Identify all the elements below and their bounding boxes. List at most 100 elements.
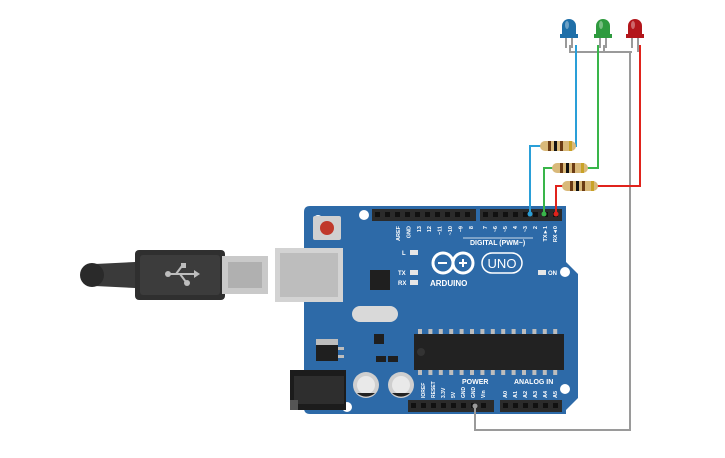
led-highlight [599,21,603,29]
power-header[interactable] [408,400,494,412]
pin-label: GND [461,387,467,399]
pin-label: 2 [533,226,539,229]
mcu-pin [522,370,526,375]
usb-plug-metal-inner [228,262,262,288]
power-section-label: POWER [462,379,488,386]
header-pin-hole[interactable] [503,403,508,408]
mcu-pin [511,329,516,334]
reset-button[interactable] [313,216,341,240]
header-pin-hole[interactable] [411,403,416,408]
mcu-pin [522,329,526,334]
resistor-red[interactable] [562,181,598,191]
pin-label: RX◄0 [553,226,559,242]
mcu-pin [490,370,495,375]
mcu-pin [449,370,454,375]
header-pin-hole[interactable] [523,212,528,217]
pin-label: A4 [543,390,549,398]
header-pin-hole[interactable] [543,403,548,408]
analog-header[interactable] [500,400,562,412]
mcu-pin [501,329,506,334]
pin-label: 5V [451,391,457,398]
header-pin-hole[interactable] [455,212,460,217]
usb-cable-strain-relief [95,262,135,288]
header-pin-hole[interactable] [533,212,538,217]
header-pin-hole[interactable] [483,212,488,217]
led-blue[interactable] [560,19,578,48]
resistor-blue[interactable] [540,141,576,151]
header-pin-hole[interactable] [405,212,410,217]
led-dome [562,19,576,36]
header-pin-hole[interactable] [425,212,430,217]
mcu-pin [470,370,474,375]
header-pin-hole[interactable] [553,403,558,408]
crystal-oscillator [352,306,398,322]
header-pin-hole[interactable] [445,212,450,217]
green-wire-endpoint [541,211,547,217]
pin-label: A3 [533,391,539,398]
header-pin-hole[interactable] [513,212,518,217]
header-pin-hole[interactable] [465,212,470,217]
pin-label: AREF [396,225,402,241]
mcu-pin [438,370,443,375]
led-red[interactable] [626,19,644,48]
mcu-pin [490,329,495,334]
header-pin-hole[interactable] [435,212,440,217]
header-pin-hole[interactable] [375,212,380,217]
header-pin-hole[interactable] [523,403,528,408]
power-jack [290,370,346,410]
header-pin-hole[interactable] [385,212,390,217]
header-pin-hole[interactable] [441,403,446,408]
smd-component-1 [376,356,386,362]
pin-label: RESET [431,381,437,398]
digital-section-label: DIGITAL (PWM~) [470,240,525,247]
brand-label: ARDUINO [430,279,467,288]
mount-hole-top [359,210,369,220]
header-pin-hole[interactable] [513,403,518,408]
digital-header[interactable] [372,209,562,221]
pin-label: 7 [483,226,489,229]
ground-rail-wire[interactable] [569,45,632,53]
usb-symbol-icon [165,263,200,286]
mcu-pin [428,329,433,334]
red-wire-endpoint [553,211,559,217]
pin-label: ~10 [448,226,454,235]
usb-cable[interactable] [80,250,268,300]
led-green[interactable] [594,19,612,48]
mcu-pin [428,370,433,375]
mcu-pin [459,370,464,375]
header-pin-hole[interactable] [421,403,426,408]
pin-label: A2 [523,391,529,398]
mcu-pin [542,370,547,375]
pin-label: 12 [427,226,433,232]
pin-label: 13 [417,226,423,232]
header-pin-hole[interactable] [395,212,400,217]
led-dome [596,19,610,36]
header-pin-hole[interactable] [451,403,456,408]
resistor-green[interactable] [552,163,588,173]
header-pin-hole[interactable] [431,403,436,408]
arduino-infinity-logo [431,251,475,275]
mcu-pin [542,329,547,334]
pin-label: 3.3V [441,387,447,398]
header-pin-hole[interactable] [481,403,486,408]
voltage-regulator [316,339,344,361]
pin-label: ~5 [503,226,509,232]
pin-label: ~9 [458,226,464,232]
microcontroller-chip [414,329,564,375]
pin-label: GND [406,226,412,238]
mcu-pin [532,329,537,334]
model-badge [481,252,523,274]
header-pin-hole[interactable] [415,212,420,217]
header-pin-hole[interactable] [503,212,508,217]
mcu-pin [470,329,474,334]
leds[interactable] [560,19,644,48]
header-pin-hole[interactable] [461,403,466,408]
pin-label: IOREF [421,383,427,398]
header-pin-hole[interactable] [493,212,498,217]
header-pin-hole[interactable] [533,403,538,408]
mcu-pin [532,370,537,375]
